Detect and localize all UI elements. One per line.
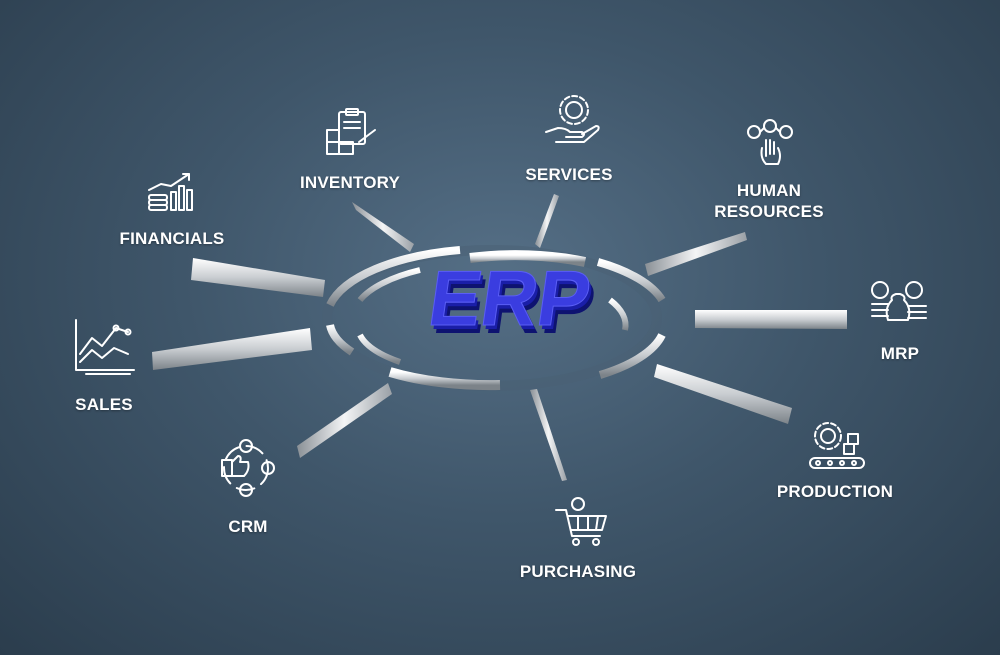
label-financials: FINANCIALS [119,229,225,248]
line-chart-icon [75,319,135,375]
ray-crm [297,383,392,458]
ray-human-resources [645,232,747,276]
erp-text-depth: ERP [426,258,599,346]
label-human-resources: HUMAN RESOURCES [714,181,824,221]
label-inventory: INVENTORY [299,173,401,192]
gear-hand-icon [545,95,600,143]
label-purchasing: PURCHASING [519,562,637,581]
central-rings [322,245,666,391]
ray-sales [152,328,312,370]
shopping-cart-icon [555,497,607,546]
ray-production [654,364,792,424]
ray-purchasing [530,389,567,481]
label-crm: CRM [228,517,268,536]
erp-text-shadow: ERP [428,262,601,350]
gear-conveyor-icon [809,422,865,469]
ray-financials [191,258,325,297]
label-mrp: MRP [880,344,920,363]
erp-center-text: ERP ERP ERP [423,254,601,350]
label-sales: SALES [75,395,133,414]
ray-mrp [695,310,847,329]
customer-cycle-icon [221,439,275,497]
clipboard-boxes-icon [326,108,376,155]
ray-services [535,194,559,248]
label-services: SERVICES [525,165,613,184]
hand-people-network-icon [747,119,793,165]
erp-text: ERP [423,254,596,342]
coins-money-bag-icon [871,281,927,321]
connector-rays [152,194,847,481]
ray-inventory [352,202,414,252]
label-production: PRODUCTION [776,482,894,501]
money-growth-chart-icon [148,173,193,211]
